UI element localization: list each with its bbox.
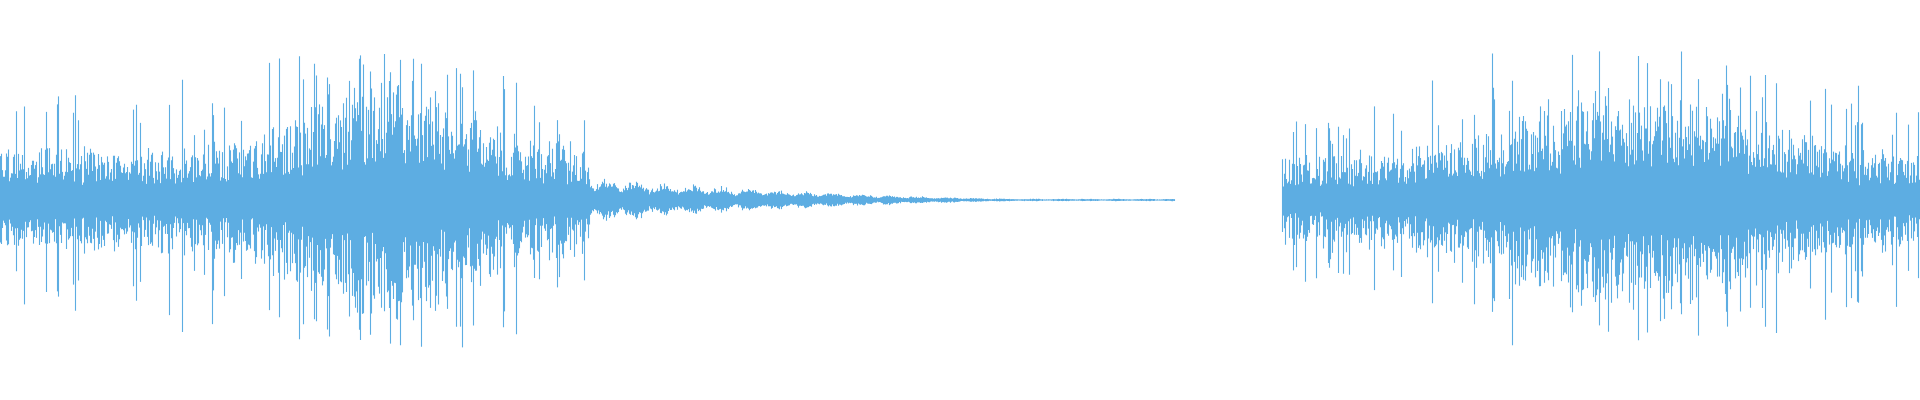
waveform-path bbox=[0, 51, 1920, 348]
waveform-bars bbox=[0, 51, 1920, 348]
